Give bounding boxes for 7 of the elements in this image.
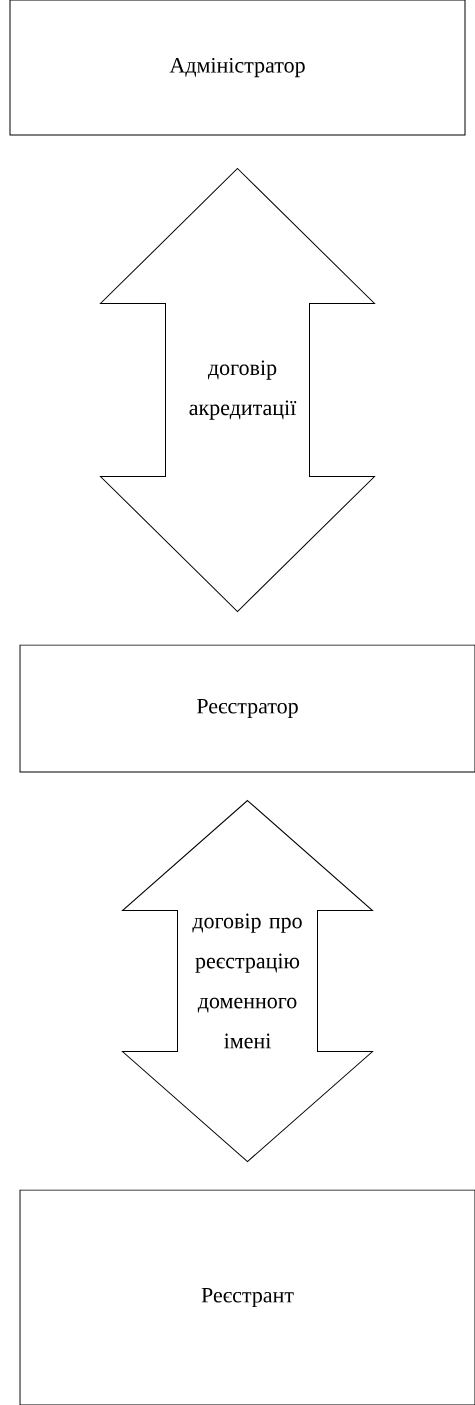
role-box: Реєстрант (19, 1189, 475, 1405)
double-block-arrow (100, 168, 375, 612)
arrow-label: договір акредитації (189, 360, 297, 420)
arrow-label: договір про реєстрацію доменного імені (192, 913, 302, 1049)
role-box: Реєстратор (19, 644, 475, 773)
role-box: Адміністратор (9, 0, 466, 136)
double-block-arrow (122, 800, 373, 1162)
